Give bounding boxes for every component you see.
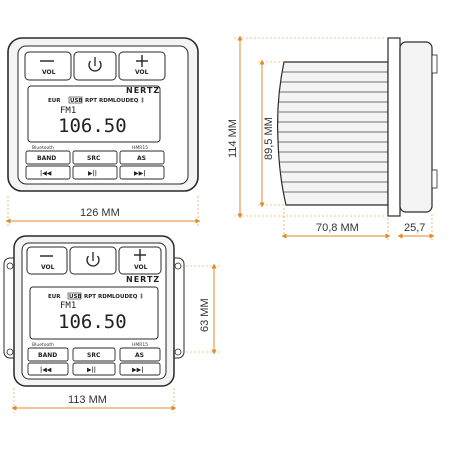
bottom-model-label: HMR15	[132, 342, 148, 348]
band-button[interactable]	[25, 150, 71, 165]
bluetooth-icon: ᛒ	[141, 97, 144, 104]
bottom-brand-logo: NERTZ	[126, 275, 160, 284]
side-depth-label: 70,8 MM	[316, 222, 359, 234]
side-view: 114 MM 89,5 MM 70,8 MM 25,7	[227, 35, 438, 240]
bottom-lcd-indicator-rpt: RPT	[84, 294, 96, 300]
side-bezel	[387, 37, 401, 217]
lcd-indicator-rdm: RDM	[99, 98, 113, 104]
bluetooth-badge: Bluetooth	[32, 145, 54, 151]
front-view: VOL VOL NERTZ EUR USB RPT RDM LOUD EQ ᛒ …	[5, 37, 201, 226]
bottom-play-pause-button[interactable]	[72, 362, 116, 376]
vol-minus-label: VOL	[42, 69, 56, 76]
next-icon: ▶▶|	[134, 170, 145, 177]
lcd-indicator-eq: EQ	[130, 98, 139, 104]
prev-icon: |◀◀	[40, 170, 52, 177]
bottom-vol-minus-button[interactable]	[26, 246, 68, 275]
play-pause-icon: ▶||	[88, 170, 97, 177]
model-label: HMR15	[132, 145, 148, 151]
lcd-indicator-rpt: RPT	[85, 98, 97, 104]
bottom-usb-frame	[67, 292, 82, 300]
bottom-next-icon: ▶▶|	[132, 367, 143, 374]
bottom-src-button-label: SRC	[87, 352, 101, 359]
mount-hole-tl	[6, 262, 14, 270]
bottom-lcd-indicator-rdm: RDM	[98, 294, 112, 300]
usb-frame	[68, 96, 83, 104]
mount-hole-br	[174, 348, 182, 356]
lcd-frequency: 106.50	[58, 115, 127, 137]
bottom-lcd-indicator-loud: LOUD	[112, 294, 129, 300]
side-front-face	[399, 41, 433, 213]
lcd-display	[27, 85, 161, 143]
heatsink-fins	[278, 71, 388, 193]
heatsink-body	[277, 61, 389, 206]
bottom-next-button[interactable]	[119, 362, 161, 376]
side-inner-height-label: 89,5 MM	[263, 117, 275, 160]
bottom-lcd-indicator-eur: EUR	[48, 294, 61, 300]
side-knob-bottom	[431, 169, 438, 189]
src-button[interactable]	[72, 150, 118, 165]
side-height-label: 114 MM	[227, 119, 239, 158]
plus-icon	[136, 55, 148, 67]
next-button[interactable]	[119, 165, 165, 180]
lcd-indicator-loud: LOUD	[113, 98, 130, 104]
bottom-bluetooth-icon: ᛒ	[140, 293, 143, 300]
side-bezel-label: 25,7	[404, 222, 425, 234]
as-button[interactable]	[119, 150, 165, 165]
bottom-play-pause-icon: ▶||	[87, 367, 96, 374]
power-icon	[88, 57, 102, 72]
bottom-band-button-label: BAND	[38, 352, 57, 359]
brand-logo: NERTZ	[126, 86, 160, 95]
mount-hole-bl	[6, 348, 14, 356]
bottom-as-button-label: AS	[135, 352, 144, 359]
bottom-width-label: 113 MM	[68, 394, 107, 406]
mount-hole-tr	[174, 262, 182, 270]
bottom-lcd-display	[29, 286, 159, 340]
bottom-src-button[interactable]	[72, 347, 116, 362]
bottom-as-button[interactable]	[119, 347, 161, 362]
as-button-label: AS	[137, 155, 146, 162]
prev-button[interactable]	[25, 165, 71, 180]
band-button-label: BAND	[37, 155, 56, 162]
bottom-lcd-band: FM1	[60, 301, 76, 311]
bottom-height-label: 63 MM	[199, 298, 211, 332]
bottom-plus-icon	[134, 249, 146, 261]
bottom-vol-plus-label: VOL	[134, 264, 148, 271]
vol-plus-label: VOL	[135, 69, 149, 76]
bottom-bluetooth-badge: Bluetooth	[32, 342, 54, 348]
src-button-label: SRC	[87, 155, 101, 162]
side-knob-top	[431, 54, 438, 74]
lcd-indicator-eur: EUR	[48, 98, 61, 104]
bottom-lcd-indicator-usb: USB	[69, 294, 82, 300]
lcd-band: FM1	[60, 106, 76, 116]
bottom-band-button[interactable]	[27, 347, 69, 362]
bottom-vol-minus-label: VOL	[41, 264, 55, 271]
bottom-lcd-frequency: 106.50	[58, 311, 127, 333]
bottom-prev-icon: |◀◀	[40, 367, 52, 374]
bottom-view: VOL VOL NERTZ EUR USB RPT RDM LOUD EQ ᛒ …	[3, 235, 220, 413]
front-width-label: 126 MM	[80, 207, 120, 219]
bottom-power-icon	[86, 252, 100, 267]
lcd-indicator-usb: USB	[70, 98, 83, 104]
bottom-lcd-indicator-eq: EQ	[129, 294, 138, 300]
bottom-prev-button[interactable]	[27, 362, 69, 376]
vol-minus-button[interactable]	[24, 51, 72, 81]
play-pause-button[interactable]	[72, 165, 118, 180]
